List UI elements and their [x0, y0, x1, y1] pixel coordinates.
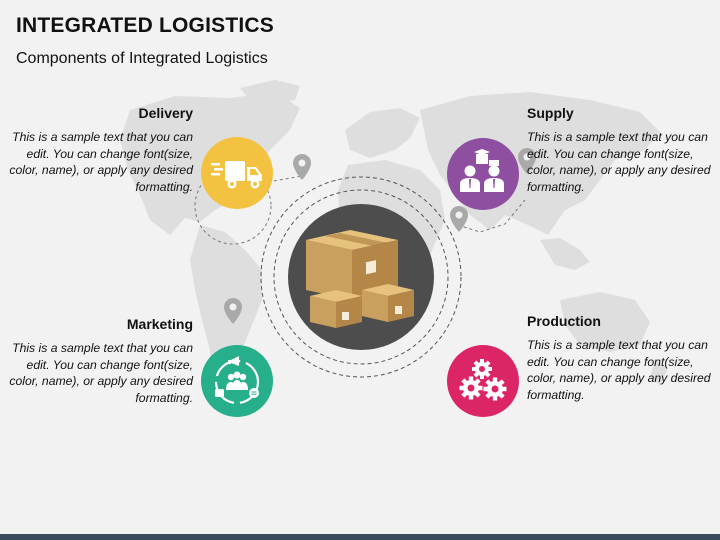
page-title: INTEGRATED LOGISTICS: [16, 14, 274, 37]
production-block: Production This is a sample text that yo…: [527, 313, 717, 403]
delivery-text: This is a sample text that you can edit.…: [9, 130, 193, 194]
production-text: This is a sample text that you can edit.…: [527, 338, 711, 402]
bottom-bar: [0, 534, 720, 540]
delivery-heading: Delivery: [138, 105, 193, 121]
location-pin-icons: [224, 148, 536, 324]
marketing-megaphone-people-icon: [214, 356, 260, 405]
marketing-block: Marketing This is a sample text that you…: [3, 316, 193, 406]
supply-text: This is a sample text that you can edit.…: [527, 130, 711, 194]
supply-block: Supply This is a sample text that you ca…: [527, 105, 717, 195]
delivery-truck-icon: [211, 161, 262, 189]
marketing-heading: Marketing: [126, 316, 193, 332]
supply-people-boxes-icon: [460, 149, 504, 192]
production-gears-icon: [459, 359, 507, 401]
marketing-text: This is a sample text that you can edit.…: [9, 341, 193, 405]
cardboard-boxes-icon: [306, 230, 414, 328]
supply-circle: [447, 138, 519, 210]
page-subtitle: Components of Integrated Logistics: [16, 50, 268, 67]
delivery-block: Delivery This is a sample text that you …: [3, 105, 193, 195]
production-heading: Production: [527, 313, 601, 329]
delivery-circle: [201, 137, 273, 209]
marketing-circle: [201, 345, 273, 417]
production-circle: [447, 345, 519, 417]
supply-heading: Supply: [527, 105, 574, 121]
